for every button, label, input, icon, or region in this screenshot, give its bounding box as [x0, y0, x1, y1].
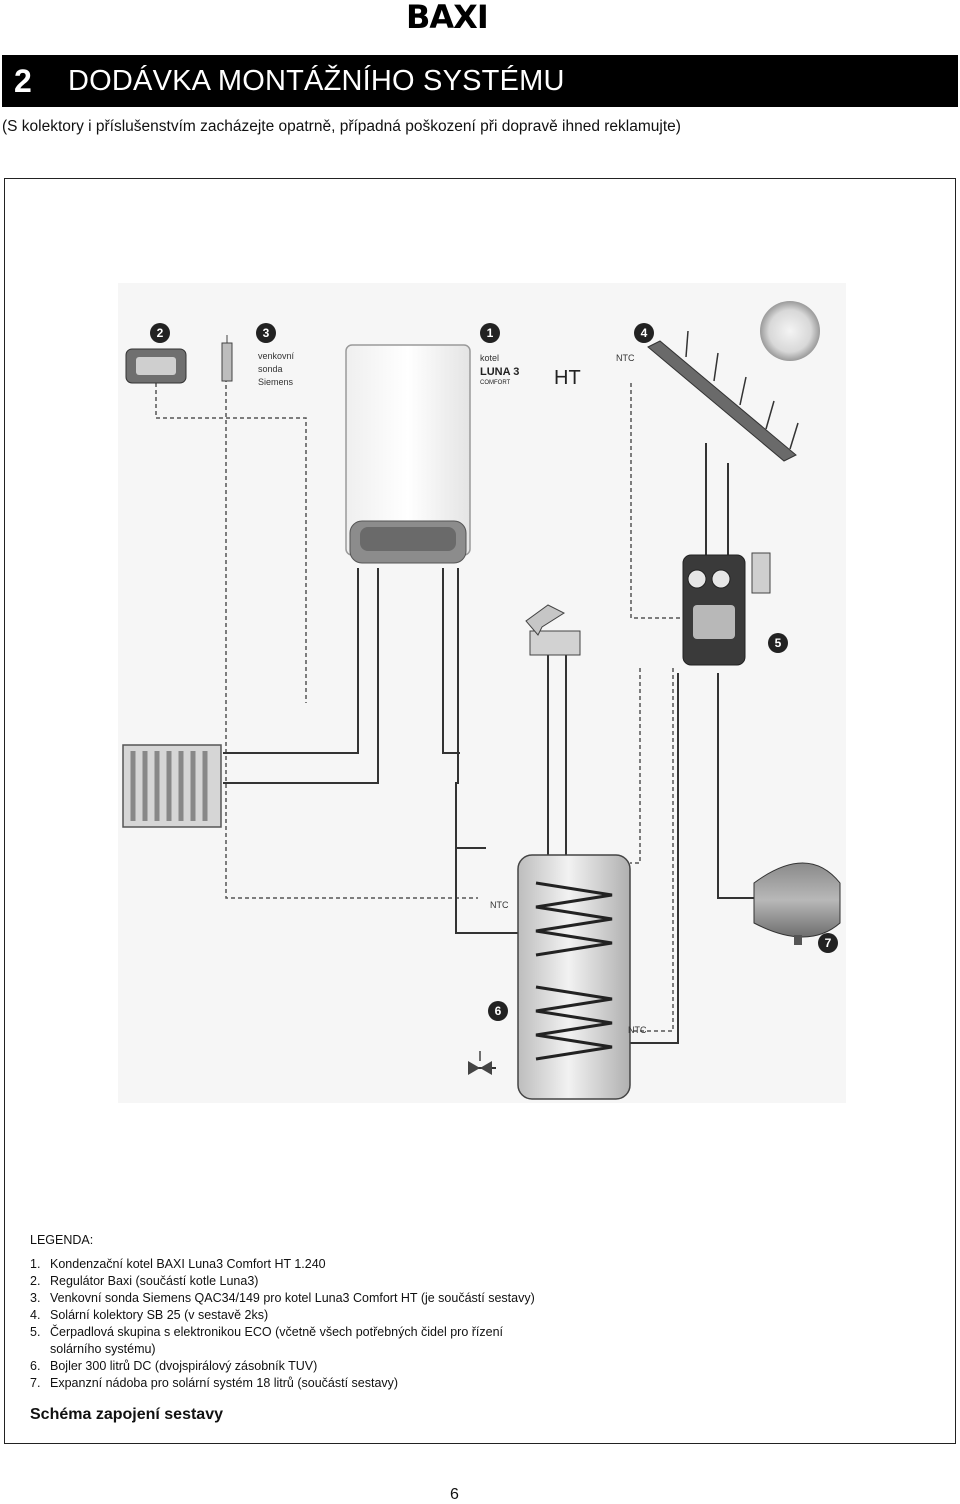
legend-item-number: 3. [30, 1291, 41, 1305]
expansion-vessel [753, 862, 841, 945]
content-frame [4, 178, 956, 1444]
pump-group [682, 552, 771, 666]
legend: LEGENDA: 1. Kondenzační kotel BAXI Luna3… [30, 1232, 550, 1392]
radiator [122, 744, 222, 828]
marker-2: 2 [157, 326, 164, 340]
legend-item: 6. Bojler 300 litrů DC (dvojspirálový zá… [30, 1358, 550, 1375]
legend-item-text: Bojler 300 litrů DC (dvojspirálový zásob… [50, 1359, 318, 1373]
section-title: DODÁVKA MONTÁŽNÍHO SYSTÉMU [68, 65, 565, 97]
legend-item: 2. Regulátor Baxi (součástí kotle Luna3) [30, 1273, 550, 1290]
marker-6: 6 [495, 1004, 502, 1018]
marker-5: 5 [775, 636, 782, 650]
boiler-brand-label: LUNA 3 [480, 366, 519, 378]
brand-logo: BAXI [406, 0, 489, 36]
diagram-caption: Schéma zapojení sestavy [30, 1406, 223, 1423]
storage-tank [517, 854, 631, 1100]
legend-item-text: Kondenzační kotel BAXI Luna3 Comfort HT … [50, 1257, 326, 1271]
ntc-collector-label: NTC [616, 353, 635, 363]
legend-item-number: 5. [30, 1325, 41, 1339]
marker-3: 3 [263, 326, 270, 340]
legend-item-text: Regulátor Baxi (součástí kotle Luna3) [50, 1274, 259, 1288]
handling-note: (S kolektory i příslušenstvím zacházejte… [2, 118, 681, 135]
sun-icon [760, 301, 820, 361]
marker-1: 1 [487, 326, 494, 340]
legend-item-number: 4. [30, 1308, 41, 1322]
marker-7: 7 [825, 936, 832, 950]
system-diagram: venkovní sonda Siemens kotel LUNA 3 COMF… [118, 283, 846, 1103]
outdoor-probe [221, 335, 233, 382]
section-number: 2 [14, 63, 32, 99]
diagram-background [118, 283, 846, 1103]
condensing-boiler [345, 344, 471, 564]
legend-item: 1. Kondenzační kotel BAXI Luna3 Comfort … [30, 1256, 550, 1273]
markers-group: 2 3 1 4 5 6 7 [150, 323, 838, 1021]
legend-item: 5. Čerpadlová skupina s elektronikou ECO… [30, 1324, 550, 1358]
legend-item: 3. Venkovní sonda Siemens QAC34/149 pro … [30, 1290, 550, 1307]
controller-unit [125, 348, 187, 384]
page-number: 6 [450, 1486, 459, 1503]
section-header: 2 DODÁVKA MONTÁŽNÍHO SYSTÉMU [2, 55, 958, 107]
probe-label-3: Siemens [258, 377, 294, 387]
legend-item-number: 2. [30, 1274, 41, 1288]
boiler-brand-sub: COMFORT [480, 380, 511, 386]
legend-item-text: Solární kolektory SB 25 (v sestavě 2ks) [50, 1308, 269, 1322]
boiler-label-word: kotel [480, 353, 499, 363]
water-tap [525, 604, 581, 656]
legend-item-number: 6. [30, 1359, 41, 1373]
ntc-tank-lower-label: NTC [628, 1025, 647, 1035]
probe-label-1: venkovní [258, 351, 295, 361]
legend-item-number: 7. [30, 1376, 41, 1390]
solar-collector [647, 330, 799, 462]
legend-item-text: Venkovní sonda Siemens QAC34/149 pro kot… [50, 1291, 535, 1305]
legend-item: 4. Solární kolektory SB 25 (v sestavě 2k… [30, 1307, 550, 1324]
probe-label-2: sonda [258, 364, 283, 374]
ntc-tank-upper-label: NTC [490, 900, 509, 910]
wiring-lines [155, 378, 698, 1032]
legend-item-text: Expanzní nádoba pro solární systém 18 li… [50, 1376, 399, 1390]
legend-item: 7. Expanzní nádoba pro solární systém 18… [30, 1375, 550, 1392]
drain-valve [468, 1051, 492, 1075]
legend-heading: LEGENDA: [30, 1233, 94, 1247]
boiler-model-label: HT [554, 367, 581, 389]
legend-item-text: Čerpadlová skupina s elektronikou ECO (v… [50, 1325, 504, 1356]
marker-4: 4 [641, 326, 648, 340]
legend-item-number: 1. [30, 1257, 41, 1271]
